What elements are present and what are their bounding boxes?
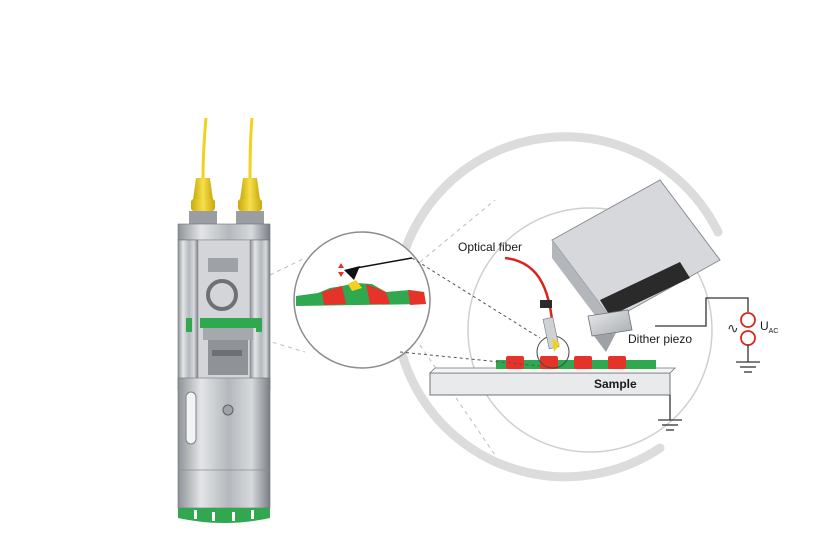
ac-circuit: [655, 297, 760, 431]
sine-wave-icon: ∿: [727, 321, 739, 337]
voltage-label: UAC: [760, 319, 778, 335]
zoom-tip: [344, 266, 360, 280]
tip-zoom-circle: [293, 231, 431, 369]
sample-label: Sample: [594, 377, 637, 391]
zoom-sample-red-1: [322, 286, 346, 305]
sample-surface: [496, 356, 656, 369]
bottom-green-ring: [178, 508, 270, 523]
internal-ring: [206, 279, 238, 311]
sample-stage: [429, 367, 676, 396]
dither-piezo: [587, 309, 633, 352]
microscope-head: [177, 117, 271, 523]
optical-fiber-label: Optical fiber: [458, 240, 522, 254]
scanner-housing: [551, 179, 721, 338]
fiber-connector-left: [193, 178, 213, 200]
zoom-sample-red-2: [366, 284, 390, 304]
fiber-wire-left: [201, 117, 208, 179]
tip-holder: [540, 300, 560, 352]
ac-source-icon: [740, 312, 756, 350]
zoom-connect-lines: [399, 257, 541, 367]
zoom-guide-lines: [264, 199, 496, 456]
voltage-symbol: U: [760, 319, 769, 333]
fiber-wire-right: [248, 117, 254, 179]
voltage-subscript: AC: [769, 328, 779, 335]
internal-green-stage: [200, 318, 256, 328]
fiber-connector-right: [240, 178, 260, 200]
dither-piezo-label: Dither piezo: [628, 332, 692, 346]
